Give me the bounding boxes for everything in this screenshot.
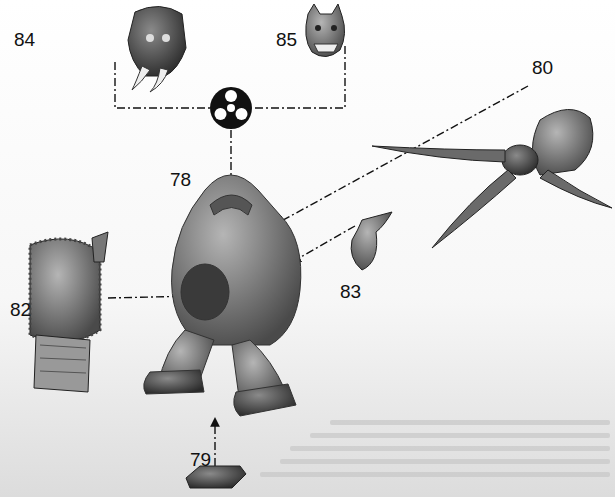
callout-number: 80 [532, 58, 553, 77]
callout-number: 83 [340, 282, 361, 301]
body-part [144, 175, 301, 416]
arm-with-blades [372, 109, 612, 248]
callout-number: 84 [14, 30, 35, 49]
pouch-part [351, 212, 392, 270]
faded-print [260, 420, 610, 477]
orc-head [306, 4, 345, 57]
callout-number: 79 [190, 450, 211, 469]
callout-number: 78 [170, 170, 191, 189]
base-part [186, 466, 246, 488]
leader-line [108, 46, 528, 466]
callout-number: 85 [276, 30, 297, 49]
helmet-head [128, 6, 186, 92]
callout-number: 82 [10, 300, 31, 319]
shield-part [30, 232, 108, 392]
option-symbol [210, 87, 252, 129]
